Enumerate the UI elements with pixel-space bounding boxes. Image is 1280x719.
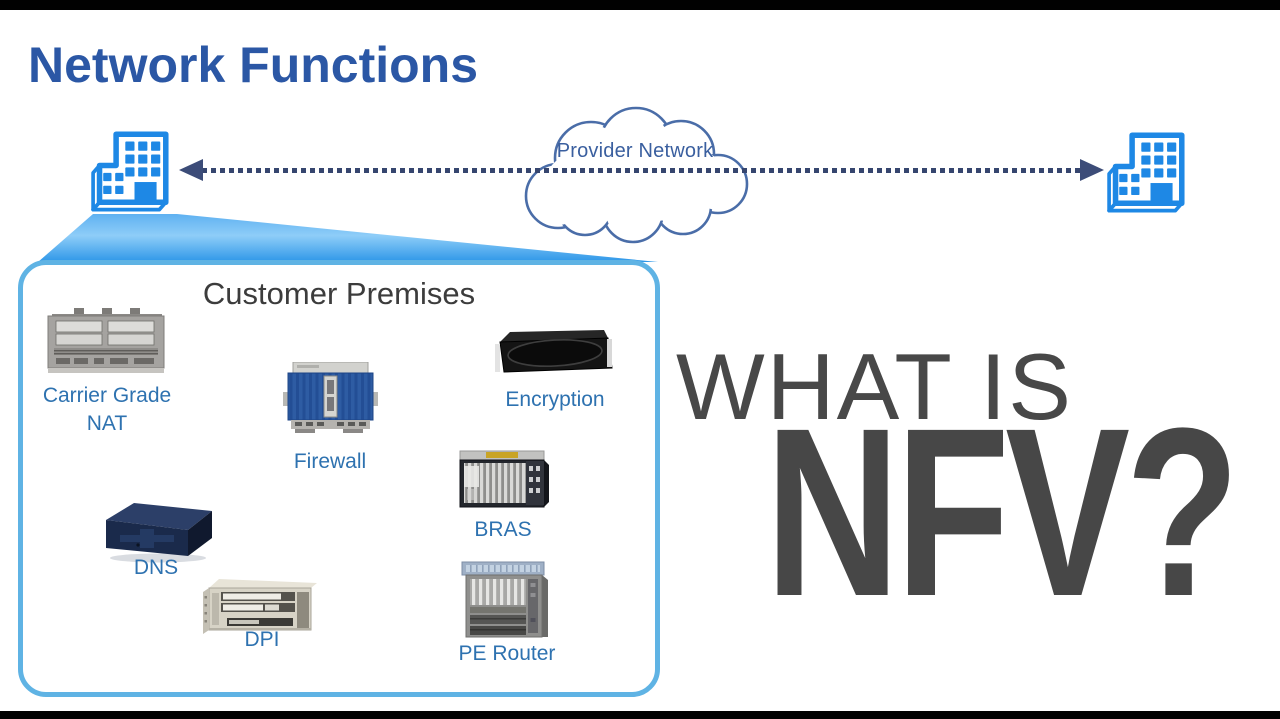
slide-title: Network Functions — [28, 37, 479, 93]
provider-network-label: Provider Network — [556, 140, 714, 162]
encryption-label: Encryption — [505, 388, 605, 411]
bras-label: BRAS — [474, 518, 532, 541]
dpi-device-image — [203, 579, 317, 634]
firewall-device-image — [283, 362, 378, 433]
arrowhead-right-icon — [1080, 159, 1104, 181]
carrier-grade-nat-device-image — [47, 308, 165, 373]
dotted-link-line — [202, 168, 1082, 173]
dpi-label: DPI — [244, 628, 280, 651]
pe-router-device-image — [461, 561, 548, 638]
letterbox-top-bar — [0, 0, 1280, 10]
overlay-question-line2: NFV? — [765, 378, 1240, 646]
bras-device-image — [459, 450, 549, 508]
arrowhead-left-icon — [179, 159, 203, 181]
pe-router-label: PE Router — [458, 642, 556, 665]
zoom-beam-shape — [38, 214, 658, 262]
overlay-question-line1: WHAT IS — [676, 334, 1073, 439]
office-building-icon-left — [91, 131, 169, 212]
dns-device-image — [106, 503, 212, 563]
dns-label: DNS — [133, 556, 179, 579]
encryption-device-image — [495, 330, 613, 373]
customer-premises-title: Customer Premises — [202, 276, 476, 311]
letterbox-bottom-bar — [0, 711, 1280, 719]
carrier-grade-nat-label: Carrier Grade NAT — [42, 384, 172, 436]
office-building-icon-right — [1107, 132, 1185, 213]
firewall-label: Firewall — [293, 450, 367, 473]
